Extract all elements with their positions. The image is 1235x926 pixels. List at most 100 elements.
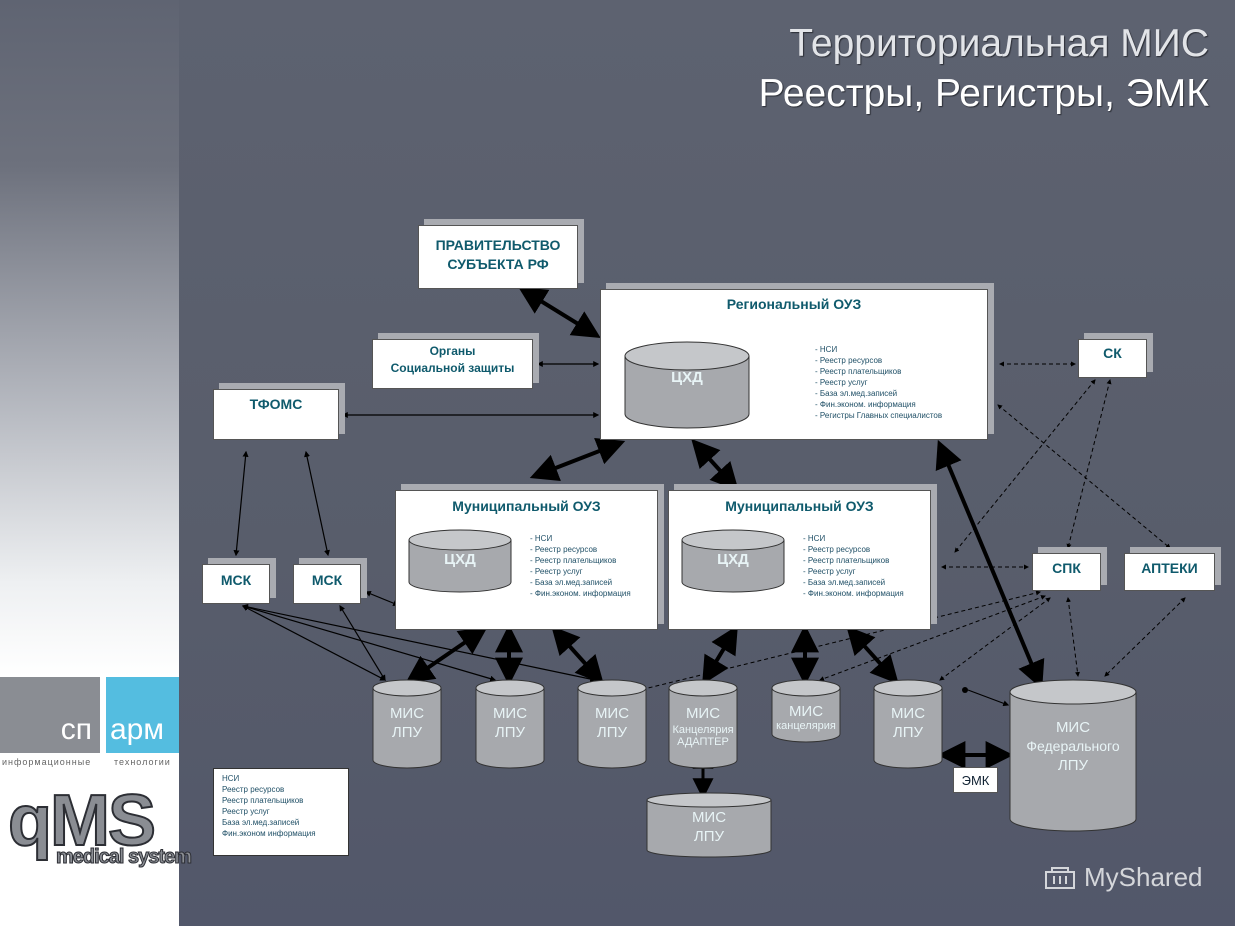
regional-registry-list: - НСИ - Реестр ресурсов - Реестр платель… [815, 345, 943, 420]
municipal2-cdh-label: ЦХД [717, 551, 749, 568]
arrow-mun2-adapter [702, 625, 738, 685]
cylinder-shape [873, 679, 943, 769]
municipal1-cdh-cylinder: ЦХД [407, 529, 513, 593]
msk2-label: МСК [311, 572, 343, 588]
mis-lpu-bottom-line1: МИС [691, 809, 727, 826]
arrow-msk2-mun [364, 591, 400, 606]
municipal1-title: Муниципальный ОУЗ [452, 498, 601, 514]
municipal-ouz-box-2: Муниципальный ОУЗ ЦХД - НСИ - Реестр рес… [668, 490, 931, 630]
mis-lpu-cylinder-2: МИС ЛПУ [474, 678, 546, 770]
spk-box: СПК [1032, 553, 1101, 591]
cylinder-shape [681, 529, 785, 593]
mis-lpu-1-line2: ЛПУ [391, 724, 423, 741]
pharmacies-label: АПТЕКИ [1141, 560, 1198, 576]
social-line2: Социальной защиты [390, 361, 515, 375]
mis-lpu-2-line2: ЛПУ [494, 724, 526, 741]
emk-label: ЭМК [953, 767, 998, 793]
dash-spk-office [819, 595, 1046, 681]
mis-office-line1: МИС [788, 703, 824, 720]
cylinder-shape [577, 679, 647, 769]
mis-lpu-3-line2: ЛПУ [596, 724, 628, 741]
legend-note: НСИ Реестр ресурсов Реестр плательщиков … [213, 768, 349, 856]
tfoms-box: ТФОМС [213, 389, 339, 440]
sp-logo-block: сп [0, 677, 100, 753]
mis-federal-lpu-cylinder: МИС Федерального ЛПУ [1008, 678, 1138, 833]
slide-title: Территориальная МИС [789, 22, 1209, 65]
arrow-msk1-lpu3 [241, 604, 597, 682]
myshared-watermark: MyShared [1084, 862, 1203, 892]
arrow-regional-mun2 [691, 438, 739, 492]
cylinder-shape [372, 679, 442, 769]
dash-regional-pharm [997, 404, 1171, 549]
mis-adapter-line2: Канцелярия [672, 724, 734, 736]
cylinder-shape [771, 679, 841, 743]
government-box: ПРАВИТЕЛЬСТВО СУБЪЕКТА РФ [418, 225, 578, 289]
mis-adapter-line3: АДАПТЕР [677, 736, 729, 748]
mis-lpu-cylinder-3: МИС ЛПУ [576, 678, 648, 770]
qms-subtitle: medical system [56, 846, 193, 869]
mis-office-line2: канцелярия [776, 720, 836, 732]
mis-lpu-cylinder-bottom: МИС ЛПУ [645, 792, 773, 858]
mis-lpu-cylinder-4: МИС ЛПУ [872, 678, 944, 770]
cylinder-shape [475, 679, 545, 769]
sp-logo-text: сп [60, 713, 92, 746]
msk1-label: МСК [220, 572, 252, 588]
municipal1-cdh-label: ЦХД [444, 551, 476, 568]
dash-spk-federal [1066, 597, 1080, 677]
mis-federal-line2: Федерального [1026, 738, 1120, 754]
social-protection-box: Органы Социальной защиты [372, 339, 533, 389]
mis-lpu-bottom-line2: ЛПУ [693, 828, 725, 845]
government-line2: СУБЪЕКТА РФ [447, 256, 549, 272]
arrow-gov-regional [518, 287, 601, 338]
mis-office-cylinder: МИС канцелярия [770, 678, 842, 744]
left-gradient-band [0, 0, 179, 926]
municipal2-title: Муниципальный ОУЗ [725, 498, 874, 514]
mis-adapter-line1: МИС [685, 705, 721, 722]
regional-cdh-label: ЦХД [671, 369, 703, 386]
pharmacies-box: АПТЕКИ [1124, 553, 1215, 591]
cylinder-shape [624, 341, 750, 429]
arrow-lpu-federal-line [967, 689, 1010, 707]
arm-logo-block: арм [106, 677, 179, 753]
arrow-msk2-lpu1 [339, 604, 386, 682]
cylinder-shape [1009, 679, 1137, 832]
mis-federal-line1: МИС [1055, 719, 1091, 736]
cylinder-shape [646, 792, 772, 858]
dash-pharm-federal [1104, 597, 1186, 677]
municipal-ouz-box-1: Муниципальный ОУЗ ЦХД - НСИ - Реестр рес… [395, 490, 658, 630]
mis-federal-line3: ЛПУ [1057, 757, 1089, 774]
arrow-tfoms-msk2 [304, 450, 330, 557]
arrow-tfoms-msk1 [233, 450, 249, 557]
slide-subtitle: Реестры, Регистры, ЭМК [758, 72, 1209, 115]
ck-label: СК [1103, 345, 1122, 361]
arrow-regional-mun1 [529, 438, 626, 481]
regional-cdh-cylinder: ЦХД [623, 340, 751, 430]
msk-box-1: МСК [202, 564, 270, 604]
government-line1: ПРАВИТЕЛЬСТВО [435, 237, 561, 253]
mis-lpu-4-line2: ЛПУ [892, 724, 924, 741]
logo-subtitle-left: информационные [2, 757, 92, 767]
dash-spk-lpu4 [939, 597, 1051, 681]
tfoms-label: ТФОМС [249, 396, 303, 412]
arm-logo-text: арм [110, 713, 164, 746]
municipal1-registry-list: - НСИ - Реестр ресурсов - Реестр платель… [530, 534, 631, 598]
arrow-mun1-lpu1 [405, 626, 488, 684]
regional-title: Региональный ОУЗ [726, 296, 862, 312]
ck-box: СК [1078, 339, 1147, 378]
qms-logo: qMS [7, 780, 157, 862]
mis-lpu-4-line1: МИС [890, 705, 926, 722]
cylinder-shape [668, 679, 738, 769]
logo-subtitle-right: технологии [114, 757, 171, 767]
mis-office-adapter-cylinder: МИС Канцелярия АДАПТЕР [667, 678, 739, 770]
msk-box-2: МСК [293, 564, 361, 604]
social-line1: Органы [429, 344, 476, 358]
arrow-regional-federal [935, 439, 1045, 690]
connector-dot [962, 687, 968, 693]
regional-ouz-box: Региональный ОУЗ ЦХД - НСИ - Реестр ресу… [600, 289, 988, 440]
spk-label: СПК [1052, 560, 1081, 576]
dash-ck-spk [1066, 379, 1112, 549]
myshared-icon [1045, 867, 1075, 889]
mis-lpu-cylinder-1: МИС ЛПУ [371, 678, 443, 770]
mis-lpu-1-line1: МИС [389, 705, 425, 722]
